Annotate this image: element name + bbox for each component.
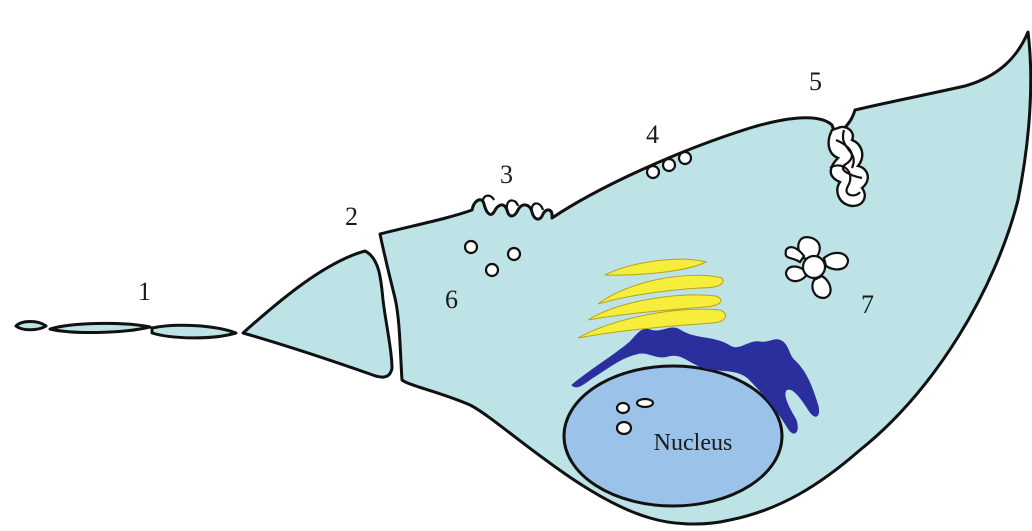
nucleolus-small-a (617, 403, 629, 413)
fragment-1-sliver-a (16, 322, 46, 330)
flower-center (803, 256, 825, 278)
label-6: 6 (445, 285, 458, 314)
label-7: 7 (861, 290, 874, 319)
vesicle-6c (486, 264, 498, 276)
label-4: 4 (646, 120, 659, 149)
nucleus: Nucleus (564, 366, 782, 506)
vesicle-4c (679, 152, 691, 164)
label-5: 5 (809, 67, 822, 96)
vesicle-6a (465, 241, 477, 253)
petal-right (824, 253, 848, 269)
invagination-loop-b (507, 200, 518, 210)
fragment-1-sliver-c (152, 325, 236, 338)
label-2: 2 (345, 202, 358, 231)
nucleolus-small-c (617, 422, 631, 434)
vesicle-4b (663, 159, 675, 171)
invaginations-3 (483, 196, 543, 212)
nucleolus-small-b (637, 399, 653, 407)
vesicle-4a (647, 166, 659, 178)
label-3: 3 (500, 160, 513, 189)
fragment-1-sliver-b (50, 323, 150, 332)
vesicle-6b (508, 248, 520, 260)
nucleus-label: Nucleus (654, 430, 733, 456)
invagination-loop-c (532, 203, 543, 212)
fragment-2-blob (243, 251, 392, 377)
fragment-1 (16, 322, 236, 338)
label-1: 1 (138, 277, 151, 306)
